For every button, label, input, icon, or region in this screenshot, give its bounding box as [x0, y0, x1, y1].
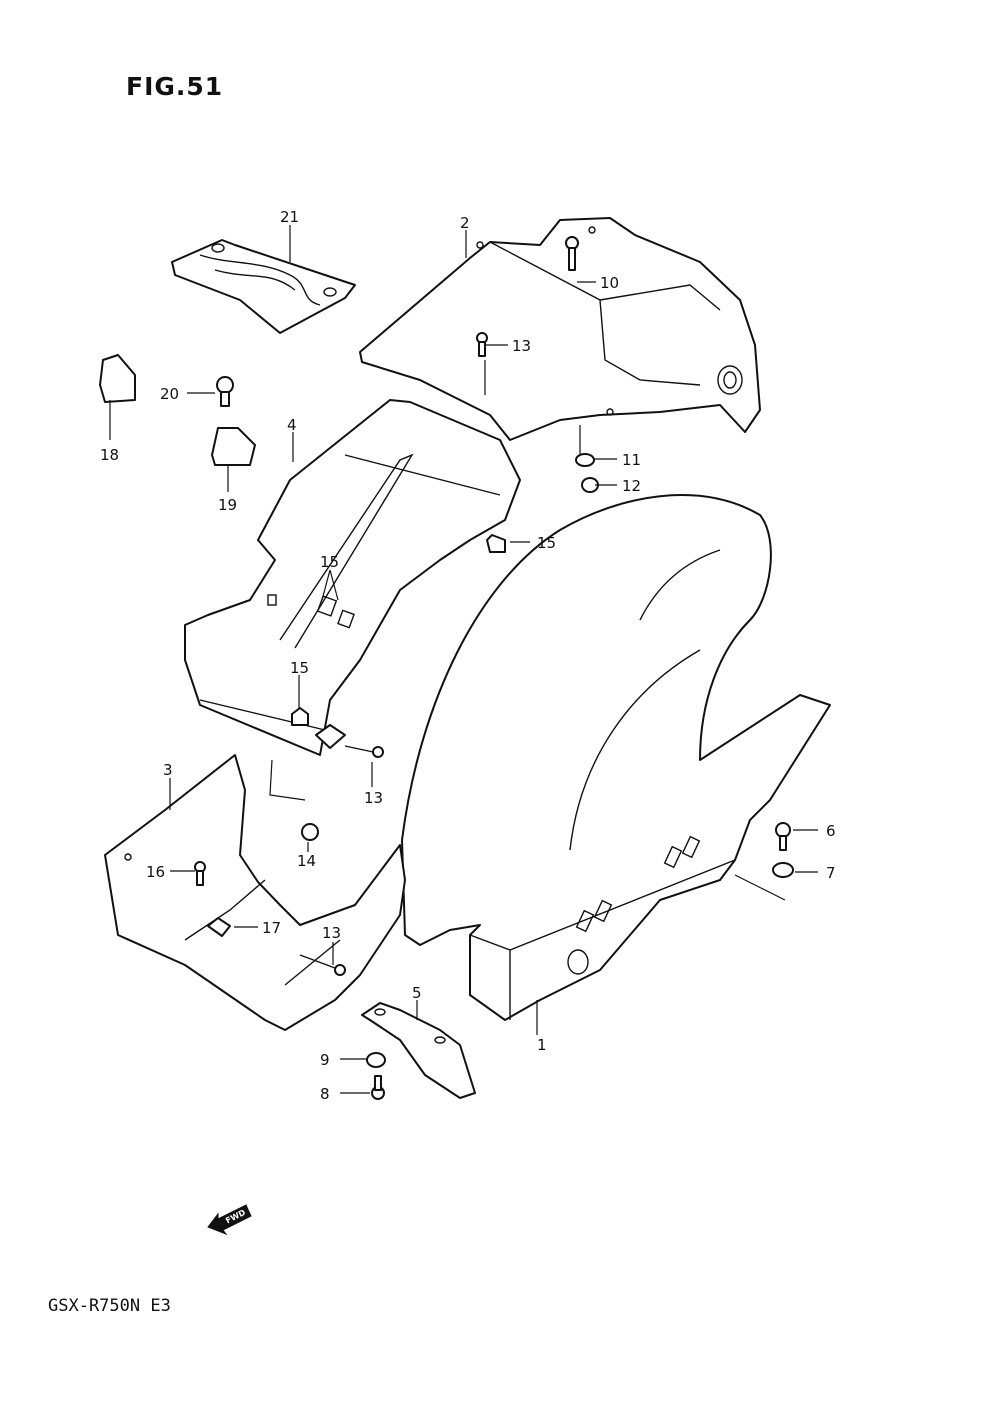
fwd-arrow-icon: FWD: [207, 1204, 252, 1236]
callout-18: 18: [100, 446, 119, 464]
callout-13-middle: 13: [364, 789, 383, 807]
figure-title: FIG.51: [126, 72, 224, 101]
callout-14: 14: [297, 852, 316, 870]
callout-9: 9: [320, 1051, 330, 1069]
part-5-bracket: [361, 1002, 476, 1099]
fasteners: [194, 236, 794, 1100]
callout-7: 7: [826, 864, 836, 882]
callout-8: 8: [320, 1085, 330, 1103]
callout-labels: 1 2 3 4 5 6 7 8 9 10 11 12 13 13 13 14 1…: [100, 208, 836, 1103]
leader-lines: [109, 225, 818, 1094]
callout-6: 6: [826, 822, 836, 840]
part-1-main-fender: [401, 494, 831, 1021]
part-21-pad: [171, 239, 356, 334]
callout-13-top: 13: [512, 337, 531, 355]
callout-16: 16: [146, 863, 165, 881]
callout-12: 12: [622, 477, 641, 495]
callout-15-upper: 15: [320, 553, 339, 571]
callout-2: 2: [460, 214, 470, 232]
callout-17: 17: [262, 919, 281, 937]
callout-5: 5: [412, 984, 422, 1002]
callout-15-right: 15: [537, 534, 556, 552]
callout-21: 21: [280, 208, 299, 226]
model-code: GSX-R750N E3: [48, 1296, 171, 1316]
callout-1: 1: [537, 1036, 547, 1054]
callout-15-lower: 15: [290, 659, 309, 677]
part-3-lower-cover: [104, 754, 406, 1031]
part-19-clip: [211, 427, 256, 466]
callout-10: 10: [600, 274, 619, 292]
callout-20: 20: [160, 385, 179, 403]
callout-13-bottom: 13: [322, 924, 341, 942]
callout-4: 4: [287, 416, 297, 434]
part-18-clip: [99, 354, 136, 403]
callout-19: 19: [218, 496, 237, 514]
part-2-upper-fender: [359, 217, 761, 441]
callout-3: 3: [163, 761, 173, 779]
callout-11: 11: [622, 451, 641, 469]
